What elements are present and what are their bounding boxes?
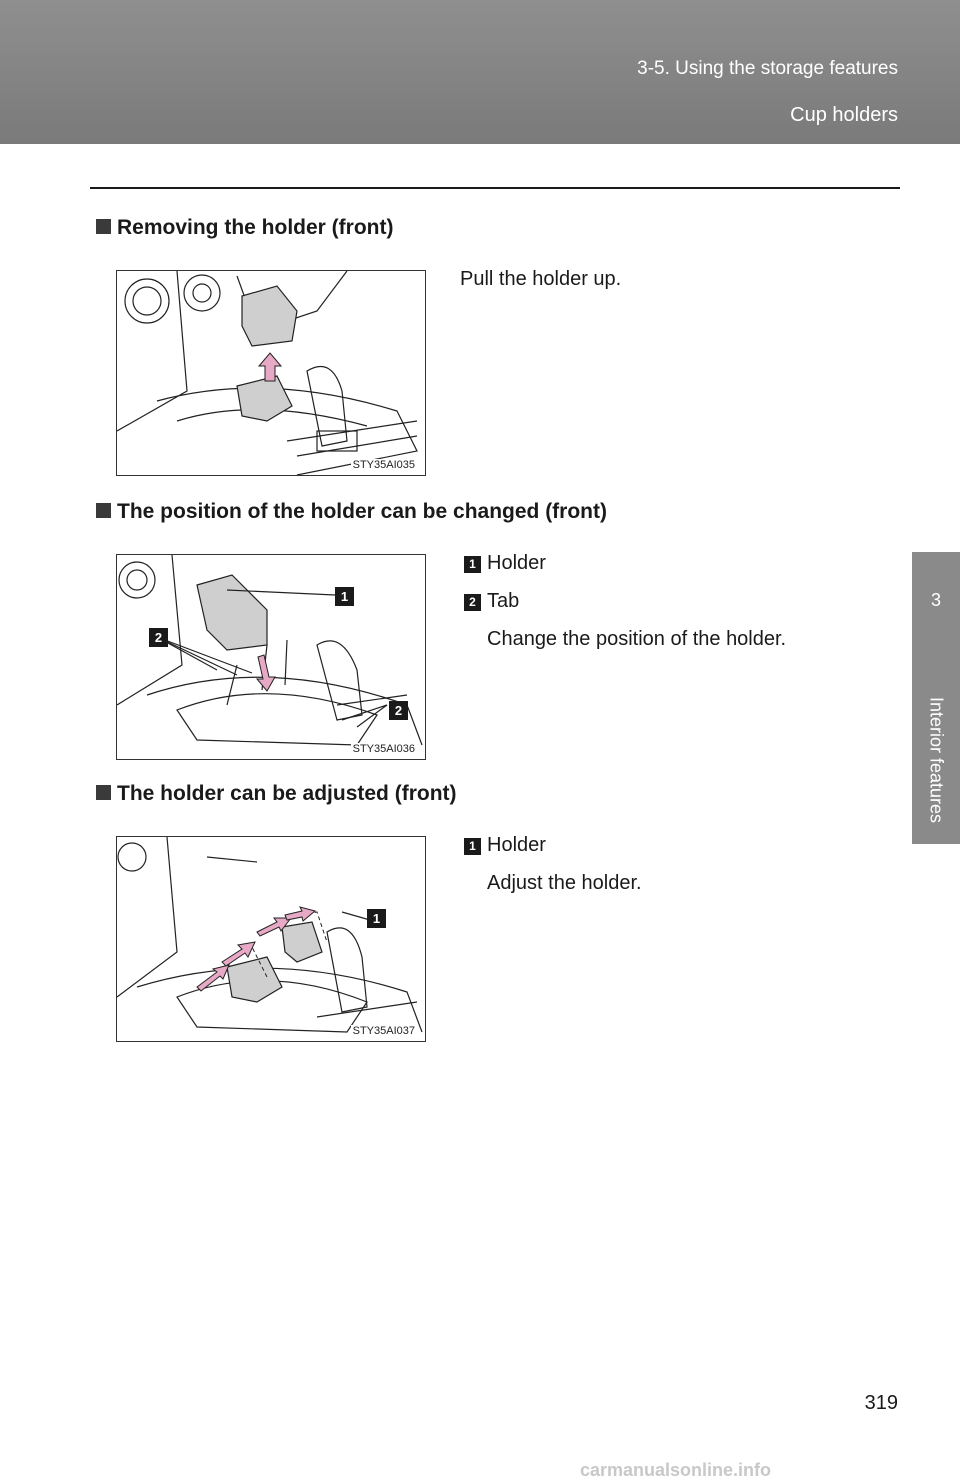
page-header: 3-5. Using the storage features Cup hold… [0, 0, 960, 144]
topic-title: Cup holders [790, 104, 898, 126]
figure-callout-1: 1 [335, 587, 354, 606]
instruction-text: Adjust the holder. [487, 872, 642, 894]
figure-code: STY35AI037 [350, 1025, 417, 1037]
figure-position-holder: 1 2 2 STY35AI036 [116, 554, 426, 760]
figure-callout-1: 1 [367, 909, 386, 928]
chapter-number: 3 [930, 590, 941, 610]
callout-number: 1 [464, 556, 481, 573]
callout-number: 1 [464, 838, 481, 855]
page-number: 319 [864, 1392, 898, 1414]
instruction-text: Pull the holder up. [460, 268, 622, 290]
chapter-label: Interior features [926, 696, 947, 824]
instruction-text: Change the position of the holder. [487, 628, 787, 650]
section-heading-removing: Removing the holder (front) [96, 216, 394, 240]
callout-number: 2 [464, 594, 481, 611]
footer-watermark[interactable]: carmanualsonline.info [580, 1460, 772, 1480]
figure-adjust-holder: 1 STY35AI037 [116, 836, 426, 1042]
console-illustration-1 [117, 271, 418, 475]
console-illustration-3 [117, 837, 423, 1033]
figure-code: STY35AI036 [350, 743, 417, 755]
bullet-square-icon [96, 503, 111, 518]
console-illustration-2 [117, 555, 423, 746]
section-title: 3-5. Using the storage features [637, 58, 898, 79]
figure-callout-2b: 2 [389, 701, 408, 720]
figure-removing-holder: STY35AI035 [116, 270, 426, 476]
bullet-square-icon [96, 785, 111, 800]
chapter-side-tab[interactable]: 3 Interior features [912, 552, 960, 844]
figure-callout-2: 2 [149, 628, 168, 647]
figure-code: STY35AI035 [350, 459, 417, 471]
header-rule [90, 187, 900, 189]
section-heading-position: The position of the holder can be change… [96, 500, 607, 524]
bullet-square-icon [96, 219, 111, 234]
section-heading-adjusted: The holder can be adjusted (front) [96, 782, 457, 806]
